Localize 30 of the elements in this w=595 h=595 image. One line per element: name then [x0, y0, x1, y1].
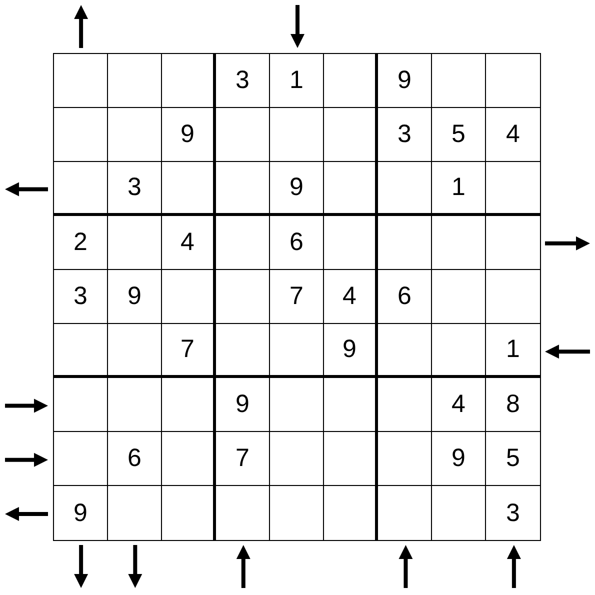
- given-digit-cell: 9: [270, 162, 324, 216]
- given-digit-cell: 3: [378, 108, 432, 162]
- given-digit-cell: 6: [378, 270, 432, 324]
- given-digit-cell-text: 3: [505, 498, 521, 528]
- given-digit-cell: 9: [162, 108, 216, 162]
- given-digit-cell: 3: [108, 162, 162, 216]
- given-digit-cell: 1: [432, 162, 486, 216]
- given-digit-cell: 4: [324, 270, 378, 324]
- given-digit-cell: 7: [162, 324, 216, 378]
- given-digit-cell: 8: [486, 378, 540, 432]
- given-digit-cell: 1: [486, 324, 540, 378]
- given-digit-cell: 7: [270, 270, 324, 324]
- given-digit-cell: 6: [108, 432, 162, 486]
- given-digit-cell: 3: [216, 54, 270, 108]
- given-digit-cell: 4: [486, 108, 540, 162]
- given-digit-cell: 9: [432, 432, 486, 486]
- given-digit-cell: 9: [324, 324, 378, 378]
- given-digit-cell: 5: [486, 432, 540, 486]
- given-digit-cell: 6: [270, 216, 324, 270]
- given-digit-cell: 9: [54, 486, 108, 540]
- given-digit-cell: 9: [108, 270, 162, 324]
- given-digit-cell: 3: [54, 270, 108, 324]
- given-digit-cell: 7: [216, 432, 270, 486]
- given-digit-cell: 5: [432, 108, 486, 162]
- given-digit-cell: 1: [270, 54, 324, 108]
- given-digit-cell: 2: [54, 216, 108, 270]
- given-digit-cell: 4: [162, 216, 216, 270]
- given-digit-cell: 9: [216, 378, 270, 432]
- given-digit-cell: 4: [432, 378, 486, 432]
- given-digit-cell: 9: [378, 54, 432, 108]
